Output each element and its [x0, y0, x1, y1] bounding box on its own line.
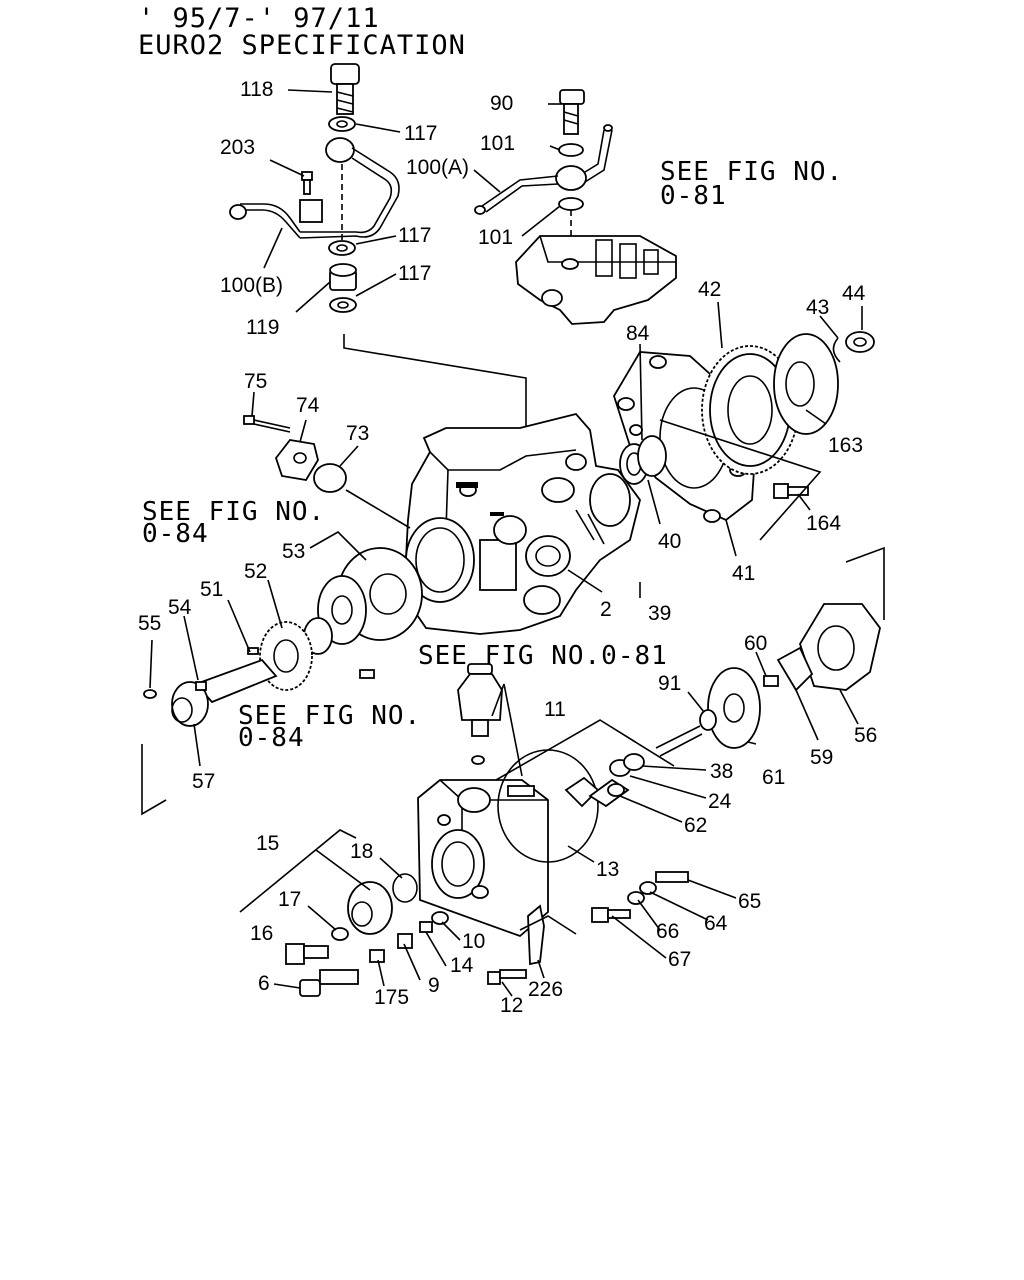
end-plate-housing — [417, 719, 675, 938]
part-label-67: 67 — [668, 948, 691, 971]
feed-pump-group — [141, 547, 423, 816]
part-label-59: 59 — [810, 746, 833, 769]
part-label-12: 12 — [500, 994, 523, 1017]
part-label-24: 24 — [708, 790, 732, 813]
lower-bolts-group — [239, 829, 449, 997]
see-fig-084-lower-line1: SEE FIG NO. — [238, 701, 421, 731]
part-label-117: 117 — [404, 122, 437, 145]
part-label-17: 17 — [278, 888, 301, 911]
part-label-64: 64 — [704, 912, 728, 935]
part-label-38: 38 — [710, 760, 733, 783]
part-label-101: 101 — [478, 226, 513, 249]
part-label-90: 90 — [490, 92, 513, 115]
part-label-53: 53 — [282, 540, 305, 563]
part-label-57: 57 — [192, 770, 215, 793]
part-label-74: 74 — [296, 394, 320, 417]
part-label-91: 91 — [658, 672, 681, 695]
see-fig-084-lower-line2: 0-84 — [238, 723, 305, 753]
part-label-226: 226 — [528, 978, 563, 1001]
part-label-101: 101 — [480, 132, 515, 155]
part-label-66: 66 — [656, 920, 679, 943]
fuel-pipe-a-assembly — [474, 89, 677, 325]
part-label-100b: 100(B) — [220, 274, 283, 297]
part-label-41: 41 — [732, 562, 755, 585]
part-label-42: 42 — [698, 278, 721, 301]
part-label-18: 18 — [350, 840, 373, 863]
part-label-51: 51 — [200, 578, 223, 601]
part-label-203: 203 — [220, 136, 255, 159]
lower-right-bolts-group — [487, 871, 689, 985]
part-label-2: 2 — [600, 598, 612, 621]
part-label-43: 43 — [806, 296, 829, 319]
governor-assembly — [655, 546, 885, 757]
part-label-13: 13 — [596, 858, 619, 881]
part-label-65: 65 — [738, 890, 761, 913]
overflow-pipe-assembly — [229, 63, 527, 428]
cover-plate-assembly — [243, 415, 411, 529]
see-fig-081-top-line1: SEE FIG NO. — [660, 157, 843, 187]
part-label-52: 52 — [244, 560, 267, 583]
part-label-62: 62 — [684, 814, 707, 837]
drive-gear-assembly — [613, 331, 875, 541]
title-date-range: ' 95/7-' 97/11 — [138, 3, 380, 34]
part-label-84: 84 — [626, 322, 650, 345]
leader-lines — [149, 89, 863, 997]
part-label-15: 15 — [256, 832, 279, 855]
part-label-16: 16 — [250, 922, 273, 945]
see-fig-081-mid: SEE FIG NO.0-81 — [418, 641, 668, 671]
part-label-9: 9 — [428, 974, 440, 997]
part-label-14: 14 — [450, 954, 474, 977]
part-label-100a: 100(A) — [406, 156, 469, 179]
part-label-75: 75 — [244, 370, 267, 393]
part-label-118: 118 — [240, 78, 273, 101]
part-label-6: 6 — [258, 972, 270, 995]
see-fig-084-upper-line2: 0-84 — [142, 519, 209, 549]
regulating-valve-assembly — [457, 663, 503, 765]
part-label-117: 117 — [398, 262, 431, 285]
part-label-10: 10 — [462, 930, 485, 953]
part-label-61: 61 — [762, 766, 785, 789]
part-label-55: 55 — [138, 612, 161, 635]
part-label-54: 54 — [168, 596, 192, 619]
see-fig-081-top-line2: 0-81 — [660, 181, 727, 211]
part-label-175: 175 — [374, 986, 409, 1009]
part-label-119: 119 — [246, 316, 279, 339]
part-label-40: 40 — [658, 530, 681, 553]
part-label-73: 73 — [346, 422, 369, 445]
title-specification: EURO2 SPECIFICATION — [138, 30, 466, 61]
part-label-60: 60 — [744, 632, 767, 655]
part-label-56: 56 — [854, 724, 877, 747]
part-label-44: 44 — [842, 282, 866, 305]
part-label-11: 11 — [544, 698, 566, 721]
see-fig-084-upper-line1: SEE FIG NO. — [142, 497, 325, 527]
part-label-163: 163 — [828, 434, 863, 457]
part-label-117: 117 — [398, 224, 431, 247]
part-number-labels: 118 117 203 117 100(B) 117 119 90 101 10… — [138, 78, 877, 1017]
part-label-164: 164 — [806, 512, 841, 535]
part-label-39: 39 — [648, 602, 671, 625]
